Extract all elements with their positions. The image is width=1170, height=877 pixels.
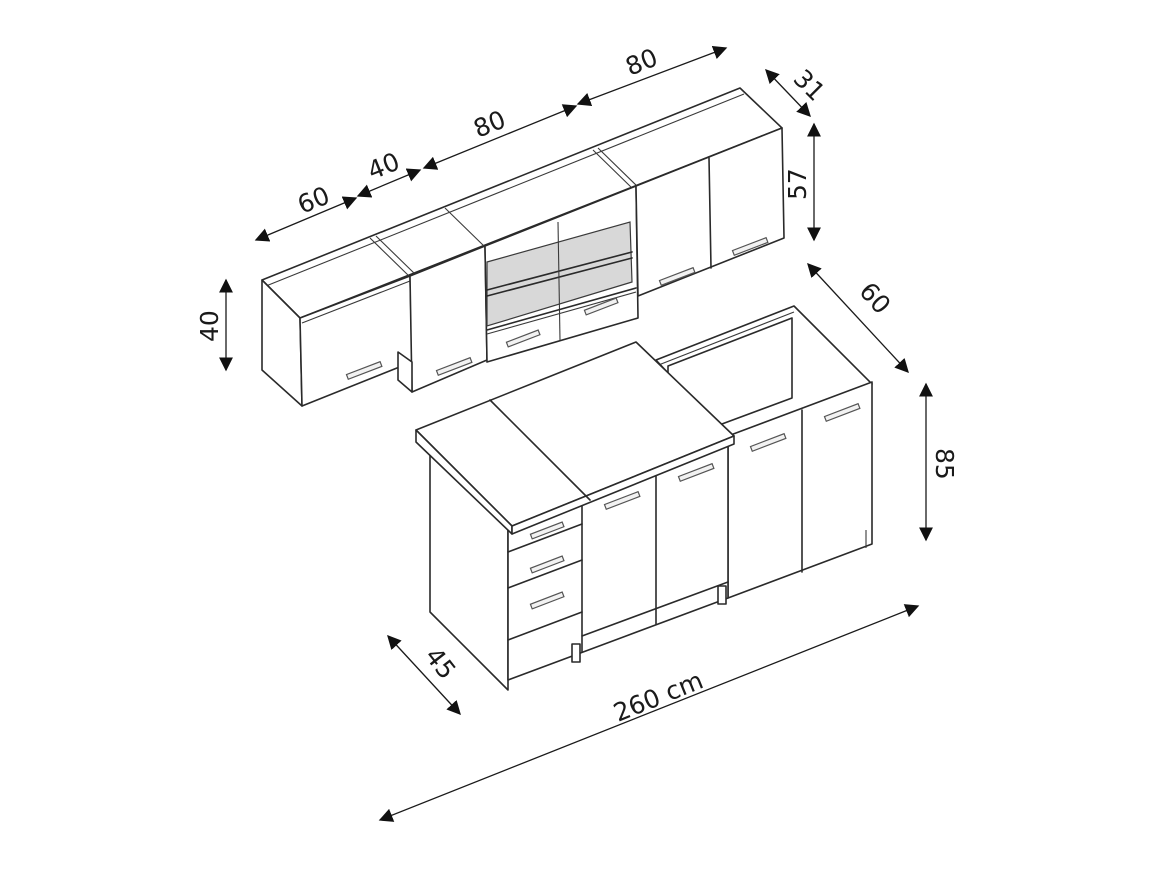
dim-line-upper-80a bbox=[422, 104, 578, 170]
dim-line-upper-60 bbox=[254, 196, 358, 242]
handle-icon bbox=[345, 360, 383, 381]
dim-label-upper-height-left: 40 bbox=[195, 310, 224, 342]
dim-label-upper-height-right: 57 bbox=[783, 168, 812, 200]
base-worktop-block bbox=[415, 341, 735, 691]
dim-line-upper-depth bbox=[765, 68, 811, 118]
upper-cabinet-80-glass bbox=[484, 185, 639, 363]
dim-label-base-depth-right: 60 bbox=[854, 277, 897, 320]
dim-line-base-depth-right bbox=[807, 262, 909, 374]
handle-icon bbox=[505, 329, 541, 348]
dim-label-base-height: 85 bbox=[930, 448, 959, 480]
handle-icon bbox=[823, 402, 861, 423]
base-cabinets bbox=[415, 305, 873, 691]
handle-icon bbox=[658, 266, 696, 287]
handle-icon bbox=[529, 555, 565, 574]
dim-line-total-width bbox=[378, 604, 920, 822]
handle-icon bbox=[529, 521, 565, 540]
upper-cabinet-40-door bbox=[397, 245, 488, 393]
handle-icon bbox=[435, 356, 473, 377]
dim-label-total-width: 260 cm bbox=[609, 666, 707, 728]
upper-cabinet-80-doors bbox=[635, 127, 785, 297]
dim-label-base-depth-left: 45 bbox=[419, 642, 461, 685]
handle-icon bbox=[677, 462, 715, 483]
dim-label-upper-60: 60 bbox=[293, 181, 333, 220]
handle-icon bbox=[583, 297, 619, 316]
handle-icon bbox=[749, 432, 787, 453]
dim-line-upper-40 bbox=[356, 168, 422, 198]
dim-label-upper-80a: 80 bbox=[469, 105, 509, 144]
handle-icon bbox=[603, 490, 641, 511]
dim-line-upper-80b bbox=[576, 45, 728, 107]
dim-label-upper-80b: 80 bbox=[621, 43, 661, 82]
upper-cabinets bbox=[261, 87, 785, 407]
handle-icon bbox=[731, 236, 769, 257]
